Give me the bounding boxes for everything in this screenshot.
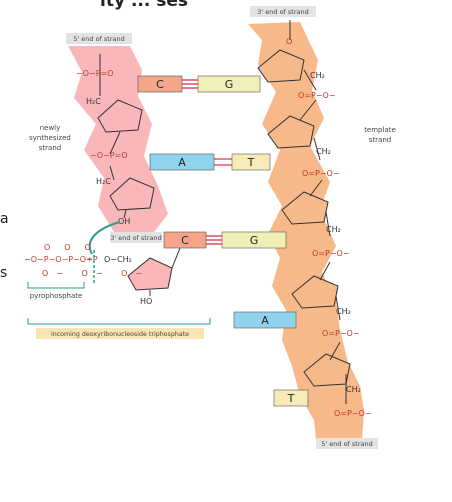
new-oh: OH bbox=[118, 217, 130, 226]
template-chem-labels: O O=P−O− O=P−O− O=P−O− O=P−O− O=P−O− CH₂… bbox=[286, 37, 372, 418]
template-strand-label-2: strand bbox=[369, 136, 391, 144]
base-label-new: C bbox=[181, 234, 189, 247]
template-ch2-4: CH₂ bbox=[336, 307, 351, 316]
newly-synthesized-label-3: strand bbox=[39, 144, 61, 152]
clipped-left-text-a: a bbox=[0, 211, 9, 227]
incoming-box bbox=[36, 328, 204, 339]
incoming-o-ch2: O−CH₂ bbox=[104, 255, 132, 264]
base-box-template bbox=[233, 311, 297, 329]
base-box-template bbox=[273, 389, 309, 407]
template-phosphate-2: O=P−O− bbox=[302, 169, 340, 178]
incoming-bracket bbox=[27, 318, 211, 325]
new-3end-box bbox=[110, 232, 162, 243]
template-strand-label-1: template bbox=[364, 126, 396, 134]
template-o-1: O bbox=[286, 37, 292, 46]
template-phosphate-5: O=P−O− bbox=[334, 409, 372, 418]
base-label-template: A bbox=[261, 314, 269, 327]
new-5end-box bbox=[66, 33, 132, 44]
base-label-template: T bbox=[247, 156, 255, 169]
new-3end-label: 3' end of strand bbox=[110, 234, 161, 242]
base-4: A bbox=[233, 311, 297, 329]
template-ch2-1: CH₂ bbox=[310, 71, 325, 80]
attack-arrow bbox=[88, 221, 121, 255]
triphosphate-chain: −O−P−O−P−O−P bbox=[24, 255, 98, 264]
template-3end-label: 3' end of strand bbox=[257, 8, 308, 16]
new-phosphate-2: −O−P=O bbox=[90, 151, 128, 160]
new-h2c-1: H₂C bbox=[86, 97, 101, 106]
template-ch2-2: CH₂ bbox=[316, 147, 331, 156]
triphosphate-bottom: O− O− O− bbox=[42, 269, 150, 278]
base-5: T bbox=[273, 389, 309, 407]
base-box-new bbox=[149, 153, 215, 171]
base-label-new: A bbox=[178, 156, 186, 169]
base-label-template: G bbox=[250, 234, 259, 247]
base-label-template: G bbox=[225, 78, 234, 91]
base-label-new: C bbox=[156, 78, 164, 91]
new-strand-chem-labels: −O−P=O −O−P=O H₂C H₂C OH bbox=[76, 69, 130, 226]
base-box-template bbox=[221, 231, 287, 249]
pyrophosphate-label: pyrophosphate bbox=[30, 292, 83, 300]
template-3end-box bbox=[250, 6, 316, 17]
new-h2c-2: H₂C bbox=[96, 177, 111, 186]
triphosphate-top: OOO bbox=[44, 243, 105, 252]
clipped-left-text-s: s bbox=[0, 265, 7, 281]
template-ch2-3: CH₂ bbox=[326, 225, 341, 234]
pyrophosphate-bracket bbox=[27, 282, 85, 289]
base-box-template bbox=[231, 153, 271, 171]
template-backbone bbox=[257, 20, 351, 404]
new-strand-backbone bbox=[97, 54, 155, 219]
template-5end-box bbox=[316, 438, 378, 449]
alpha-star: * bbox=[87, 256, 92, 267]
base-pair-1: C G bbox=[137, 75, 261, 93]
base-label-template: T bbox=[287, 392, 295, 405]
incoming-label: incoming deoxyribonucleoside triphosphat… bbox=[51, 331, 189, 338]
template-5end-label: 5' end of strand bbox=[321, 440, 372, 448]
base-pair-2: A T bbox=[149, 153, 271, 171]
new-phosphate-1: −O−P=O bbox=[76, 69, 114, 78]
base-box-template bbox=[197, 75, 261, 93]
newly-synthesized-label-1: newly bbox=[40, 124, 61, 132]
template-phosphate-1: O=P−O− bbox=[298, 91, 336, 100]
incoming-sugar-ring bbox=[127, 257, 173, 291]
base-pair-3: C G bbox=[163, 231, 287, 249]
clipped-title: ity ... ses bbox=[100, 0, 188, 11]
incoming-ho: HO bbox=[140, 297, 152, 306]
template-phosphate-4: O=P−O− bbox=[322, 329, 360, 338]
newly-synthesized-label-2: synthesized bbox=[29, 134, 71, 142]
template-phosphate-3: O=P−O− bbox=[312, 249, 350, 258]
template-ch2-5: CH₂ bbox=[346, 385, 361, 394]
new-5end-label: 5' end of strand bbox=[73, 35, 124, 43]
incoming-nucleotide: −O−P−O−P−O−P OOO O− O− O− * O−CH₂ HO bbox=[24, 243, 211, 325]
